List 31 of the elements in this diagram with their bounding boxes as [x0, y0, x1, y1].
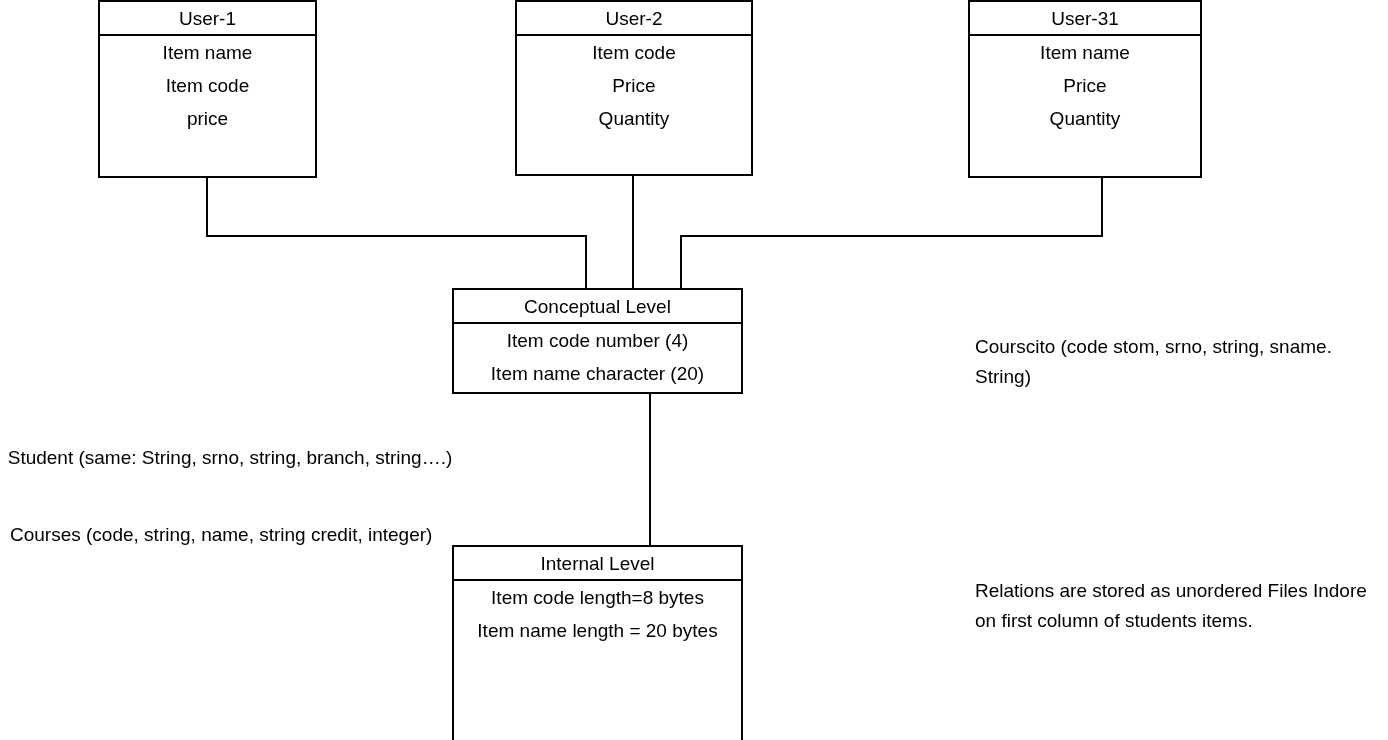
- field-text: Item code: [591, 41, 677, 65]
- entity-box: [452, 288, 743, 394]
- connector-line: [206, 177, 587, 289]
- field-text: Item code number (4): [505, 329, 690, 353]
- field-text: Item name: [161, 41, 254, 65]
- field-text: Quantity: [1048, 107, 1122, 131]
- field-text: Item code: [164, 74, 251, 98]
- box-heading: User-31: [1051, 8, 1119, 29]
- entity-box: [515, 0, 753, 176]
- connector-line: [632, 175, 634, 289]
- note-text: Courscito (code stom, srno, string, sname. String): [975, 335, 1333, 389]
- field-text: Price: [611, 74, 657, 98]
- field-text: Item name length = 20 bytes: [476, 619, 719, 643]
- box-heading: User-2: [605, 8, 663, 29]
- entity-box: [968, 0, 1202, 178]
- note-text: Student (same: String, srno, string, branch, string….): [6, 446, 454, 470]
- field-text: Item name: [1039, 41, 1131, 65]
- box-heading: Internal Level: [540, 553, 655, 574]
- connector-line: [680, 177, 1103, 289]
- note-text: Relations are stored as unordered Files Indore on first column of students items.: [975, 579, 1368, 633]
- entity-box: [452, 545, 743, 740]
- connector-line: [649, 393, 651, 546]
- box-heading: User-1: [179, 8, 236, 29]
- field-text: Quantity: [597, 107, 671, 131]
- field-text: Price: [1062, 74, 1108, 98]
- box-heading: Conceptual Level: [524, 296, 671, 317]
- note-text: Courses (code, string, name, string credit, integer): [10, 523, 434, 547]
- field-text: price: [185, 107, 230, 131]
- entity-box: [98, 0, 317, 178]
- field-text: Item code length=8 bytes: [490, 586, 705, 610]
- field-text: Item name character (20): [489, 362, 706, 386]
